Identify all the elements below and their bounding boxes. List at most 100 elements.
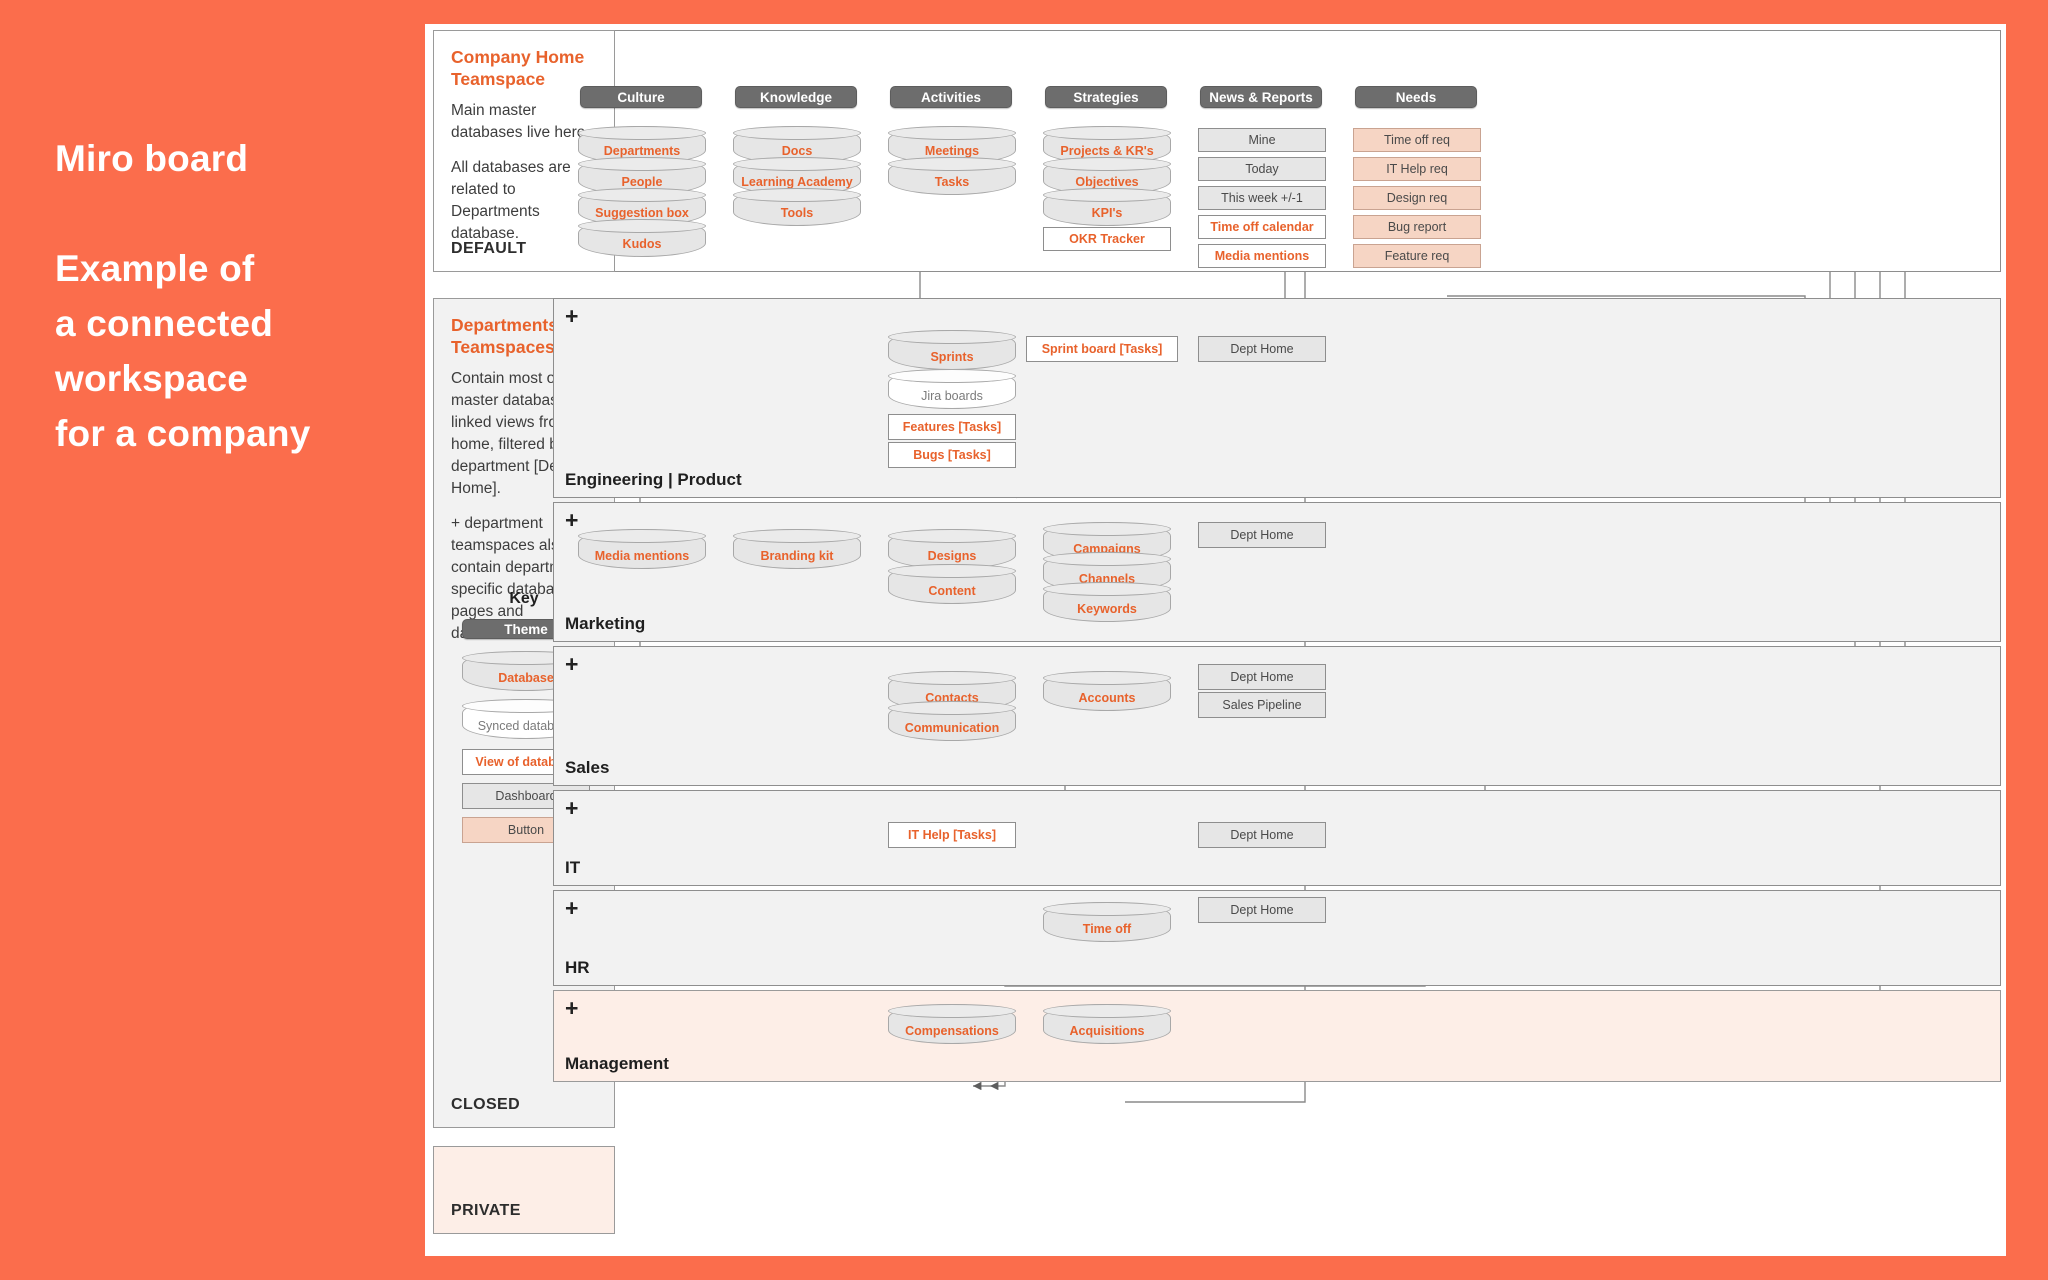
region-engineering-plus[interactable]: +	[565, 303, 579, 329]
key-item-dashboard-label: Dashboard	[495, 789, 557, 803]
region-sales-plus[interactable]: +	[565, 651, 579, 677]
db-sprints[interactable]: Sprints	[888, 330, 1016, 370]
dashboard-sales-pipeline-label: Sales Pipeline	[1222, 698, 1302, 712]
theme-culture-label: Culture	[617, 89, 665, 105]
db-acquisitions[interactable]: Acquisitions	[1043, 1004, 1171, 1044]
dashboard-dept-home-sales[interactable]: Dept Home	[1198, 664, 1326, 690]
card-departments-para-1: Contain most of master databases linked …	[451, 369, 575, 497]
db-suggestion-box-label: Suggestion box	[595, 206, 689, 220]
theme-strategies-label: Strategies	[1073, 89, 1139, 105]
region-marketing-plus[interactable]: +	[565, 507, 579, 533]
card-departments-title: Departments Teamspaces	[451, 315, 558, 357]
db-media-mentions-marketing-label: Media mentions	[594, 549, 690, 563]
card-company-home-footer: DEFAULT	[451, 240, 527, 257]
dashboard-dept-home-engineering[interactable]: Dept Home	[1198, 336, 1326, 362]
db-objectives-label: Objectives	[1075, 175, 1139, 189]
dashboard-dept-home-marketing[interactable]: Dept Home	[1198, 522, 1326, 548]
button-it-help-req-label: IT Help req	[1386, 162, 1448, 176]
view-it-help-tasks[interactable]: IT Help [Tasks]	[888, 822, 1016, 848]
db-kudos-label: Kudos	[622, 237, 662, 251]
promo-line-2: Example of	[55, 248, 255, 289]
theme-news-reports[interactable]: News & Reports	[1200, 86, 1322, 108]
dashboard-this-week[interactable]: This week +/-1	[1198, 186, 1326, 210]
card-private[interactable]: PRIVATE	[433, 1146, 615, 1234]
db-branding-kit[interactable]: Branding kit	[733, 529, 861, 569]
view-features-tasks-label: Features [Tasks]	[902, 420, 1002, 434]
view-media-mentions-label: Media mentions	[1214, 249, 1310, 263]
db-kpis-label: KPI's	[1091, 206, 1123, 220]
view-features-tasks[interactable]: Features [Tasks]	[888, 414, 1016, 440]
card-company-home-title: Company Home Teamspace	[451, 47, 585, 89]
view-media-mentions[interactable]: Media mentions	[1198, 244, 1326, 268]
button-design-req[interactable]: Design req	[1353, 186, 1481, 210]
theme-strategies[interactable]: Strategies	[1045, 86, 1167, 108]
db-accounts[interactable]: Accounts	[1043, 671, 1171, 711]
button-bug-report[interactable]: Bug report	[1353, 215, 1481, 239]
db-designs[interactable]: Designs	[888, 529, 1016, 569]
db-compensations[interactable]: Compensations	[888, 1004, 1016, 1044]
db-media-mentions-marketing[interactable]: Media mentions	[578, 529, 706, 569]
region-management-plus[interactable]: +	[565, 995, 579, 1021]
theme-needs[interactable]: Needs	[1355, 86, 1477, 108]
button-bug-report-label: Bug report	[1387, 220, 1447, 234]
region-it-plus[interactable]: +	[565, 795, 579, 821]
dashboard-mine[interactable]: Mine	[1198, 128, 1326, 152]
db-departments-label: Departments	[603, 144, 681, 158]
theme-news-reports-label: News & Reports	[1209, 89, 1313, 105]
theme-activities[interactable]: Activities	[890, 86, 1012, 108]
card-departments-footer: CLOSED	[451, 1096, 521, 1113]
db-tools[interactable]: Tools	[733, 188, 861, 226]
theme-needs-label: Needs	[1395, 89, 1437, 105]
theme-knowledge[interactable]: Knowledge	[735, 86, 857, 108]
db-tasks[interactable]: Tasks	[888, 157, 1016, 195]
button-design-req-label: Design req	[1386, 191, 1448, 205]
button-time-off-req[interactable]: Time off req	[1353, 128, 1481, 152]
dashboard-dept-home-it[interactable]: Dept Home	[1198, 822, 1326, 848]
db-communication-label: Communication	[904, 721, 1000, 735]
db-people[interactable]: People	[578, 157, 706, 195]
promo-line-4: workspace	[55, 358, 249, 399]
db-meetings-label: Meetings	[924, 144, 980, 158]
dashboard-today[interactable]: Today	[1198, 157, 1326, 181]
card-company-home-para-2: All databases are related to Departments…	[451, 158, 571, 242]
db-departments[interactable]: Departments	[578, 126, 706, 164]
db-content[interactable]: Content	[888, 564, 1016, 604]
db-kpis[interactable]: KPI's	[1043, 188, 1171, 226]
dashboard-sales-pipeline[interactable]: Sales Pipeline	[1198, 692, 1326, 718]
region-hr-plus[interactable]: +	[565, 895, 579, 921]
dashboard-this-week-label: This week +/-1	[1221, 191, 1303, 205]
region-management[interactable]: + Management	[553, 990, 2001, 1082]
db-time-off[interactable]: Time off	[1043, 902, 1171, 942]
button-it-help-req[interactable]: IT Help req	[1353, 157, 1481, 181]
view-time-off-calendar[interactable]: Time off calendar	[1198, 215, 1326, 239]
key-item-button-label: Button	[507, 823, 545, 837]
db-compensations-label: Compensations	[905, 1024, 999, 1038]
promo-panel: Miro board Example of a connected worksp…	[0, 0, 425, 1280]
db-keywords[interactable]: Keywords	[1043, 582, 1171, 622]
dashboard-dept-home-marketing-label: Dept Home	[1230, 528, 1294, 542]
dashboard-dept-home-it-label: Dept Home	[1230, 828, 1294, 842]
region-engineering-label: Engineering | Product	[565, 470, 742, 489]
region-marketing-label: Marketing	[565, 614, 646, 633]
miro-board-canvas[interactable]: Company Home Teamspace Main master datab…	[425, 24, 2006, 1256]
db-tasks-label: Tasks	[934, 175, 970, 189]
db-accounts-label: Accounts	[1078, 691, 1136, 705]
db-content-label: Content	[928, 584, 976, 598]
db-communication[interactable]: Communication	[888, 701, 1016, 741]
view-sprint-board-tasks[interactable]: Sprint board [Tasks]	[1026, 336, 1178, 362]
db-docs[interactable]: Docs	[733, 126, 861, 164]
db-jira-boards[interactable]: Jira boards	[888, 369, 1016, 409]
view-bugs-tasks[interactable]: Bugs [Tasks]	[888, 442, 1016, 468]
db-projects-krs-label: Projects & KR's	[1060, 144, 1154, 158]
dashboard-dept-home-hr[interactable]: Dept Home	[1198, 897, 1326, 923]
button-feature-req[interactable]: Feature req	[1353, 244, 1481, 268]
db-keywords-label: Keywords	[1077, 602, 1137, 616]
theme-culture[interactable]: Culture	[580, 86, 702, 108]
card-company-home[interactable]: Company Home Teamspace Main master datab…	[433, 30, 615, 272]
db-kudos[interactable]: Kudos	[578, 219, 706, 257]
region-engineering-product[interactable]: + Engineering | Product	[553, 298, 2001, 498]
key-heading: Key	[509, 590, 539, 607]
dashboard-dept-home-hr-label: Dept Home	[1230, 903, 1294, 917]
view-okr-tracker[interactable]: OKR Tracker	[1043, 227, 1171, 251]
dashboard-today-label: Today	[1245, 162, 1279, 176]
